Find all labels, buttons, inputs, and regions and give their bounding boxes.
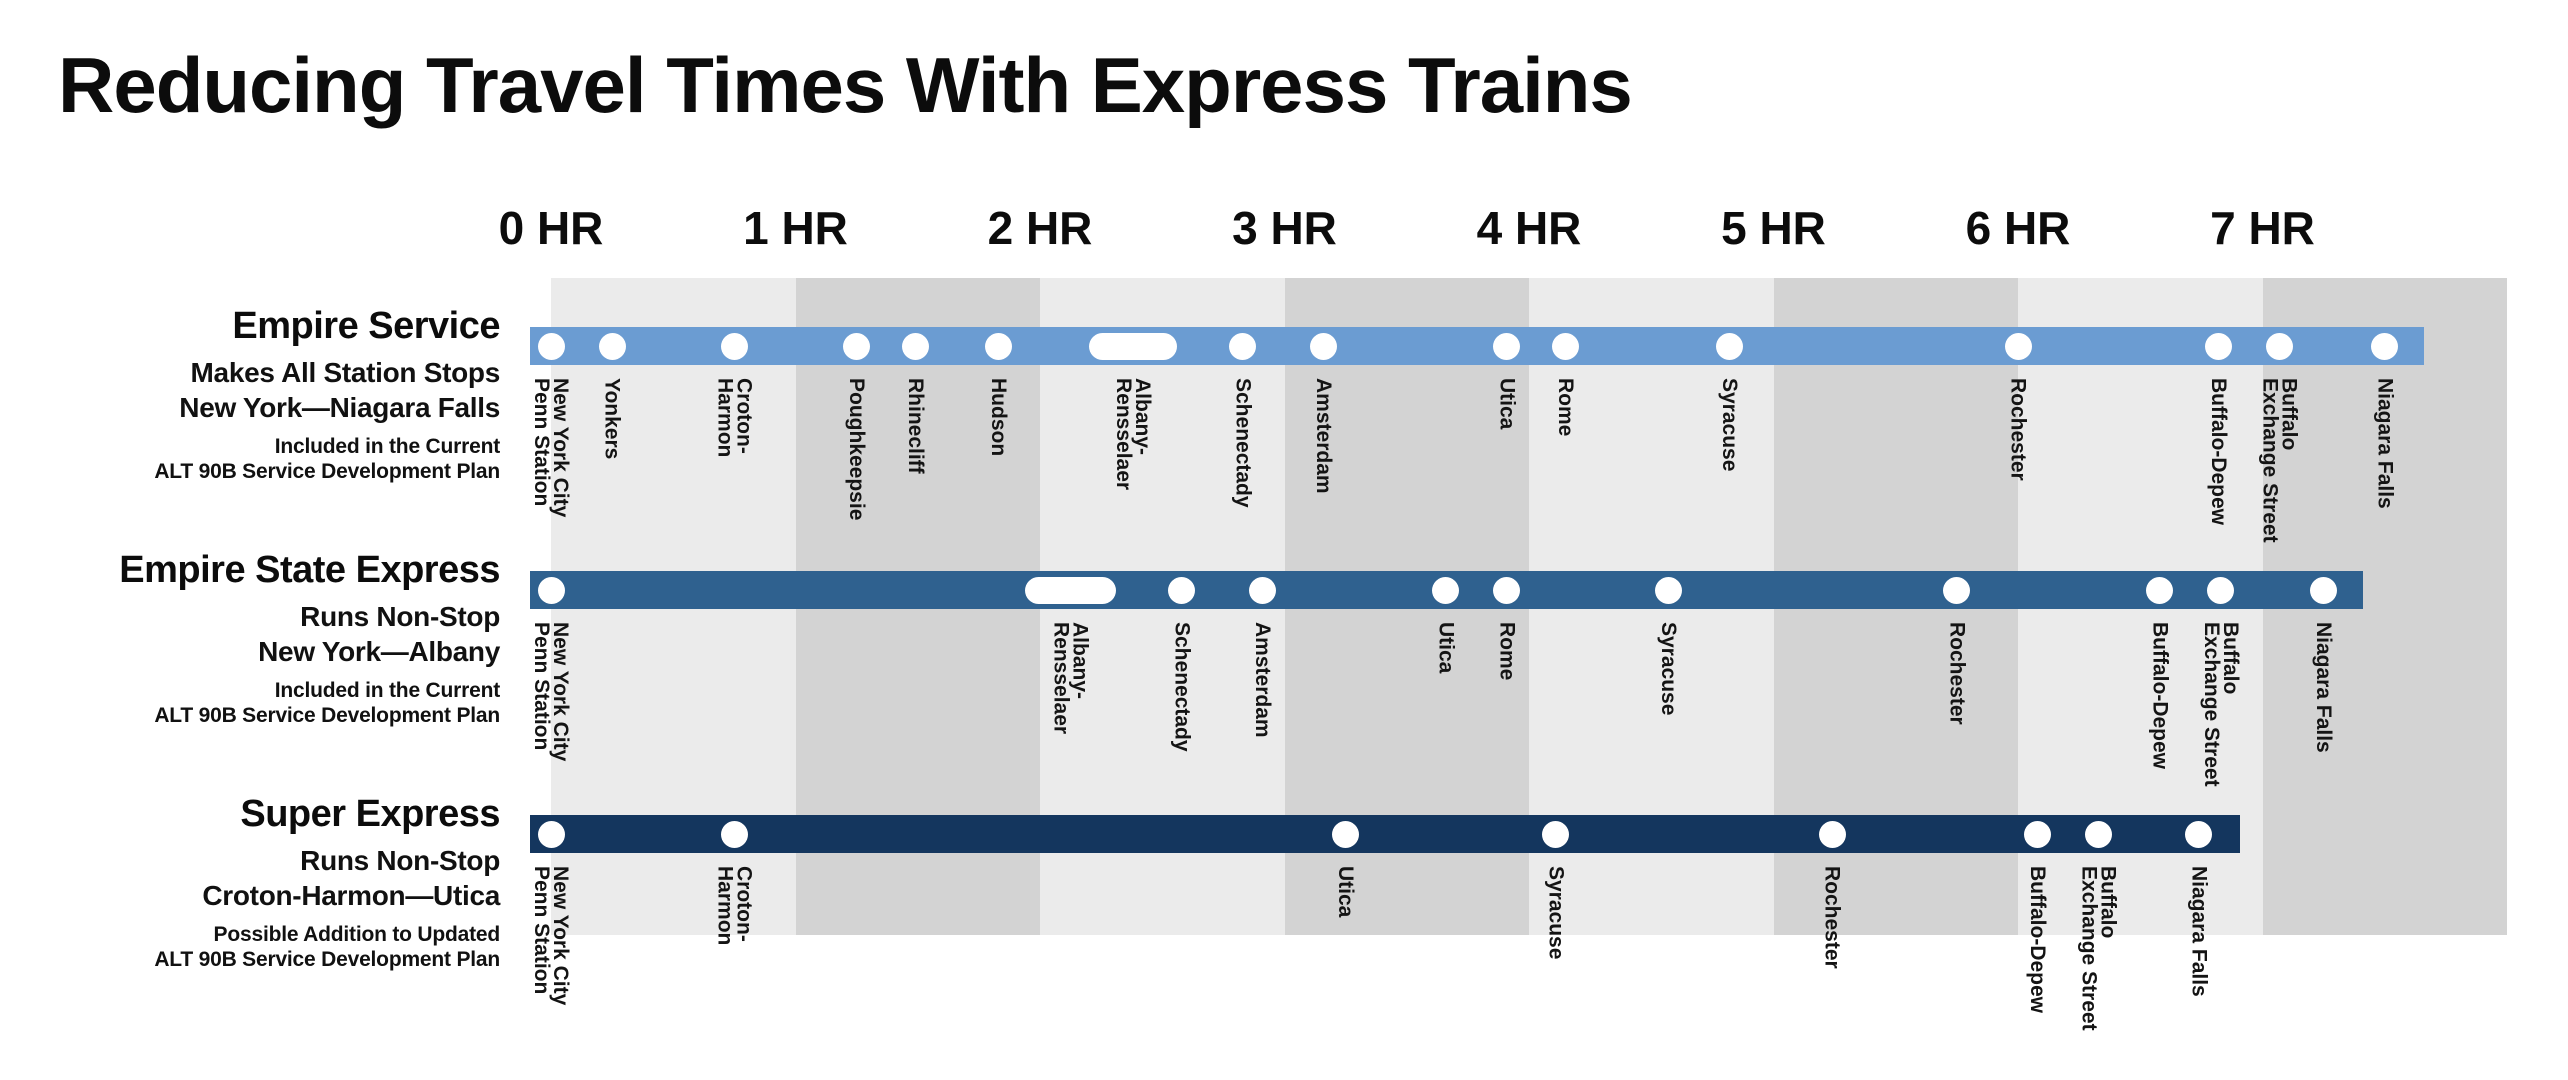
station-label: Schenectady bbox=[1170, 622, 1194, 752]
station-label: New York City Penn Station bbox=[530, 378, 572, 518]
station-label: Utica bbox=[1334, 866, 1358, 918]
station-stop-dot bbox=[598, 332, 626, 360]
station-stop-dot bbox=[1248, 576, 1276, 604]
station-stop-dot bbox=[720, 332, 748, 360]
station-stop-dot bbox=[2204, 332, 2232, 360]
station-label: Rochester bbox=[1820, 866, 1844, 969]
station-label: Yonkers bbox=[600, 378, 624, 460]
station-stop-pill bbox=[1025, 576, 1116, 604]
station-label: Rochester bbox=[2006, 378, 2030, 481]
station-label: Syracuse bbox=[1544, 866, 1568, 960]
station-label: Buffalo-Depew bbox=[2026, 866, 2050, 1013]
station-label: Utica bbox=[1495, 378, 1519, 430]
station-label: Buffalo Exchange Street bbox=[2077, 866, 2120, 1031]
station-label: Buffalo-Depew bbox=[2206, 378, 2230, 525]
station-label: Albany- Rensselaer bbox=[1111, 378, 1154, 491]
station-label: New York City Penn Station bbox=[530, 866, 572, 1006]
service-timeline-bar bbox=[530, 327, 2424, 365]
hour-tick-label: 4 HR bbox=[1476, 202, 1582, 254]
station-stop-dot bbox=[2310, 576, 2338, 604]
hour-tick-label: 1 HR bbox=[743, 202, 848, 254]
page-title: Reducing Travel Times With Express Train… bbox=[58, 41, 1633, 129]
station-stop-dot bbox=[1432, 576, 1460, 604]
station-label: Croton- Harmon bbox=[713, 378, 756, 458]
station-label: Rhinecliff bbox=[903, 378, 927, 474]
service-plan-note: Included in the Current ALT 90B Service … bbox=[154, 679, 500, 727]
hour-tick-label: 7 HR bbox=[2210, 202, 2315, 254]
station-stop-dot bbox=[537, 332, 565, 360]
service-description: Makes All Station Stops New York—Niagara… bbox=[179, 357, 500, 423]
station-label: Poughkeepsie bbox=[845, 378, 869, 521]
station-stop-dot bbox=[537, 576, 565, 604]
station-stop-dot bbox=[2004, 332, 2032, 360]
service-name: Super Express bbox=[240, 793, 500, 835]
station-label: Buffalo Exchange Street bbox=[2258, 378, 2301, 543]
station-label: Niagara Falls bbox=[2373, 378, 2397, 509]
hour-tick-label: 5 HR bbox=[1721, 202, 1826, 254]
station-stop-dot bbox=[1493, 332, 1521, 360]
station-stop-dot bbox=[1818, 820, 1846, 848]
hour-tick-label: 0 HR bbox=[498, 202, 604, 254]
station-stop-dot bbox=[1332, 820, 1360, 848]
service-name: Empire State Express bbox=[119, 549, 500, 591]
station-stop-dot bbox=[2185, 820, 2213, 848]
station-stop-dot bbox=[2207, 576, 2235, 604]
station-stop-dot bbox=[1552, 332, 1580, 360]
station-label: Rome bbox=[1554, 378, 1578, 437]
station-stop-dot bbox=[1493, 576, 1521, 604]
station-stop-dot bbox=[843, 332, 871, 360]
station-label: Niagara Falls bbox=[2187, 866, 2211, 997]
service-plan-note: Possible Addition to Updated ALT 90B Ser… bbox=[154, 923, 500, 971]
station-stop-dot bbox=[720, 820, 748, 848]
station-label: Albany- Rensselaer bbox=[1049, 622, 1092, 735]
station-stop-dot bbox=[1542, 820, 1570, 848]
hour-tick-label: 2 HR bbox=[987, 202, 1093, 254]
station-stop-dot bbox=[1654, 576, 1682, 604]
station-label: Utica bbox=[1434, 622, 1458, 674]
station-stop-dot bbox=[2085, 820, 2113, 848]
station-label: Amsterdam bbox=[1250, 622, 1274, 738]
station-label: Buffalo Exchange Street bbox=[2199, 622, 2242, 787]
station-stop-dot bbox=[1168, 576, 1196, 604]
station-stop-dot bbox=[2371, 332, 2399, 360]
station-label: Buffalo-Depew bbox=[2148, 622, 2172, 769]
service-plan-note: Included in the Current ALT 90B Service … bbox=[154, 435, 500, 483]
station-label: Amsterdam bbox=[1312, 378, 1336, 494]
station-stop-dot bbox=[2024, 820, 2052, 848]
station-label: Rome bbox=[1495, 622, 1519, 681]
hour-tick-label: 3 HR bbox=[1232, 202, 1337, 254]
station-label: Croton- Harmon bbox=[713, 866, 756, 946]
station-stop-dot bbox=[1229, 332, 1257, 360]
station-stop-dot bbox=[1310, 332, 1338, 360]
service-timeline-bar bbox=[530, 815, 2241, 853]
station-stop-dot bbox=[2266, 332, 2294, 360]
station-stop-dot bbox=[537, 820, 565, 848]
station-label: Hudson bbox=[986, 378, 1010, 457]
station-label: Rochester bbox=[1945, 622, 1969, 725]
station-stop-dot bbox=[1943, 576, 1971, 604]
station-label: Syracuse bbox=[1656, 622, 1680, 716]
station-label: Syracuse bbox=[1717, 378, 1741, 472]
station-label: New York City Penn Station bbox=[530, 622, 572, 762]
station-label: Niagara Falls bbox=[2312, 622, 2336, 753]
station-stop-pill bbox=[1088, 332, 1177, 360]
service-description: Runs Non-Stop New York—Albany bbox=[258, 601, 500, 667]
station-stop-dot bbox=[984, 332, 1012, 360]
service-description: Runs Non-Stop Croton-Harmon—Utica bbox=[202, 845, 500, 911]
service-name: Empire Service bbox=[232, 305, 500, 347]
station-label: Schenectady bbox=[1231, 378, 1255, 508]
station-stop-dot bbox=[2146, 576, 2174, 604]
hour-tick-label: 6 HR bbox=[1965, 202, 2071, 254]
station-stop-dot bbox=[1715, 332, 1743, 360]
station-stop-dot bbox=[901, 332, 929, 360]
